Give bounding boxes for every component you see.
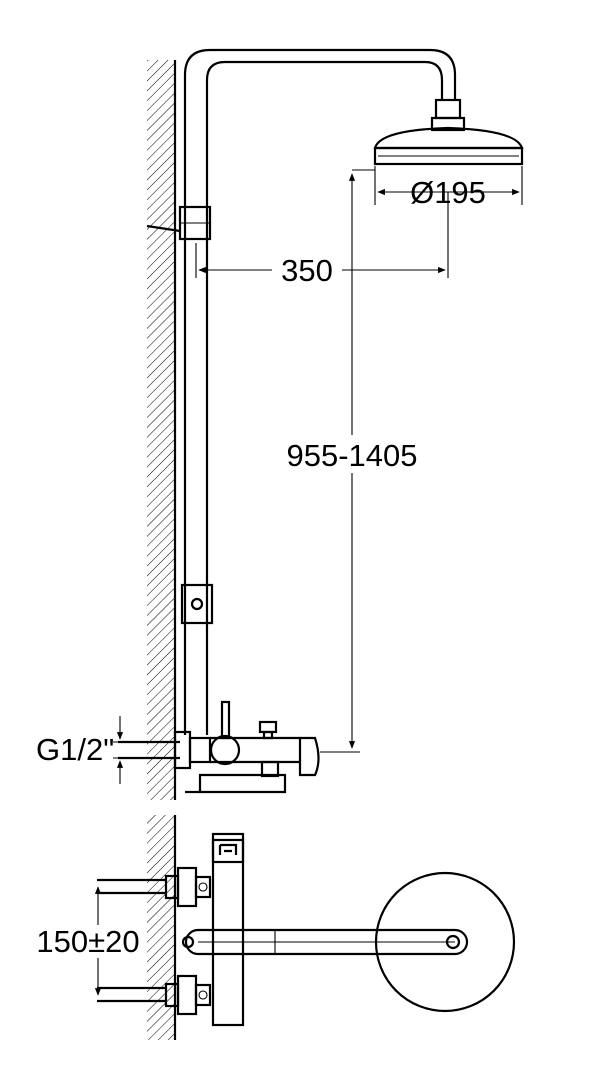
wall-hatch-upper: [147, 60, 177, 800]
mixer-body-top: [211, 832, 245, 1027]
shower-head-connector: [430, 98, 466, 132]
lower-inlet: [97, 974, 212, 1016]
upper-inlet: [97, 866, 212, 908]
dim-inlet-spacing-label: 150±20: [36, 924, 139, 959]
wall-hatch-lower: [147, 815, 177, 1040]
wall-bracket: [146, 205, 212, 241]
rain-shower-head: [373, 126, 524, 166]
side-view: Ø195 350 955-1405 G1/2": [36, 48, 524, 800]
dim-inlet-spacing: 150±20: [36, 886, 140, 996]
shower-head-top: [374, 871, 516, 1013]
riser-pipe: [183, 48, 457, 735]
top-view: 150±20: [36, 815, 516, 1040]
slider-clamp: [180, 583, 214, 625]
dim-arm-length: 350: [195, 192, 449, 288]
shower-arm-top: [181, 928, 469, 956]
dim-thread-label: G1/2": [36, 732, 114, 767]
dim-arm-length-label: 350: [281, 253, 333, 288]
dim-thread: G1/2": [36, 716, 140, 784]
thermostat-mixer: [118, 700, 320, 794]
dim-height-range-label: 955-1405: [286, 438, 417, 473]
dim-height-range: 955-1405: [278, 169, 426, 753]
